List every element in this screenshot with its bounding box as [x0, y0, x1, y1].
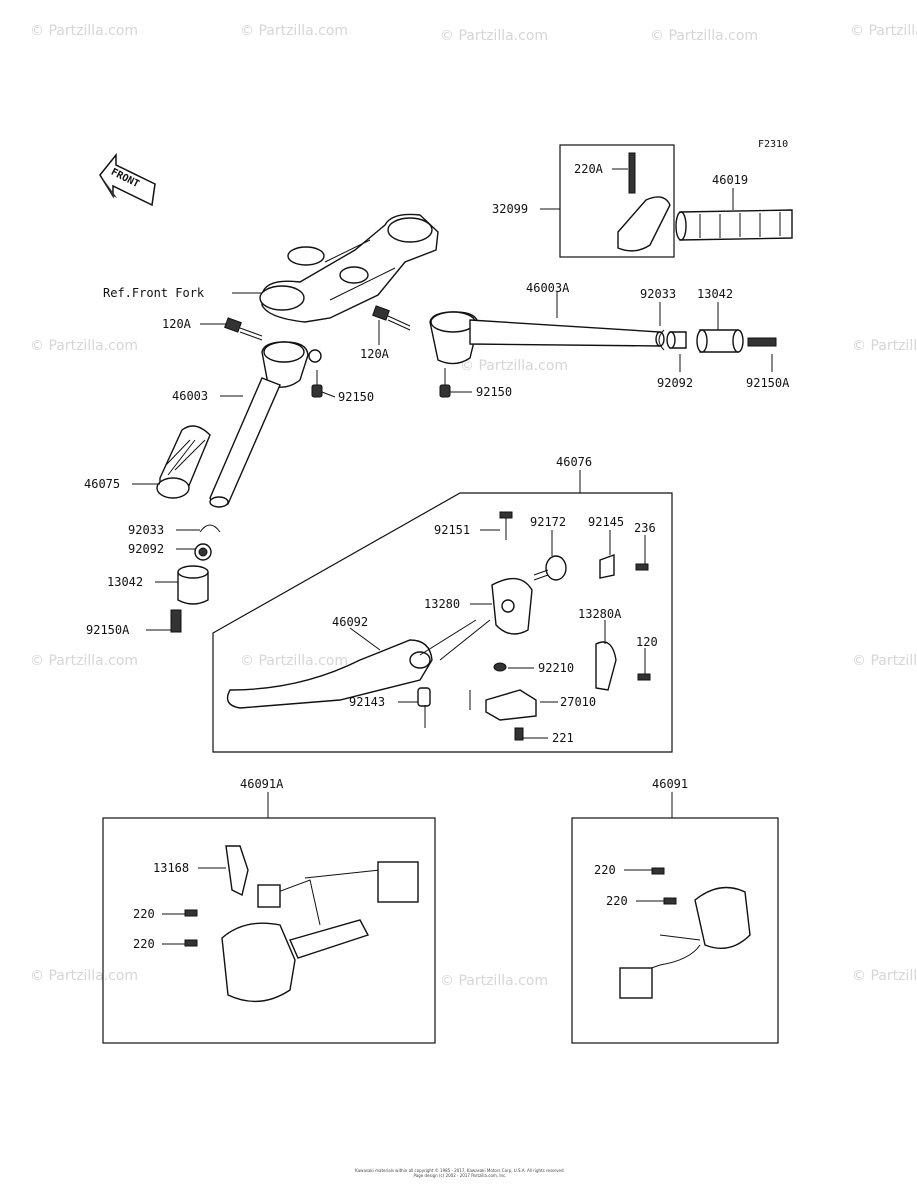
label-220: 220 — [594, 863, 616, 877]
bolt-120a-right — [372, 305, 411, 331]
left-end-parts — [170, 524, 221, 633]
copyright-line: Page design (c) 2002 - 2017 Partzilla.co… — [413, 1173, 507, 1178]
label-46092: 46092 — [332, 615, 368, 629]
part-labels: Ref.Front Fork 120A 120A 46003 92150 921… — [84, 162, 790, 951]
right-end-parts — [658, 329, 777, 353]
label-ref-front-fork: Ref.Front Fork — [103, 286, 205, 300]
clutch-lever-parts — [226, 511, 651, 741]
left-grip — [156, 425, 211, 499]
label-220: 220 — [133, 907, 155, 921]
label-13280a: 13280A — [578, 607, 622, 621]
left-switch-box — [102, 817, 436, 1044]
copyright-line: Kawasaki materials within all copyright … — [355, 1168, 565, 1173]
label-46091: 46091 — [652, 777, 688, 791]
label-220: 220 — [133, 937, 155, 951]
watermark: © Partzilla.com — [440, 28, 548, 44]
label-92172: 92172 — [530, 515, 566, 529]
watermark: © Partzilla.com — [852, 653, 917, 669]
label-32099: 32099 — [492, 202, 528, 216]
watermark: © Partzilla.com — [440, 973, 548, 989]
label-13168: 13168 — [153, 861, 189, 875]
watermark: © Partzilla.com — [852, 968, 917, 984]
bolt-92150-right — [439, 368, 451, 398]
throttle-box — [559, 144, 675, 258]
bolt-120a-left — [224, 317, 263, 341]
label-236: 236 — [634, 521, 656, 535]
label-92150: 92150 — [338, 390, 374, 404]
watermark: © Partzilla.com — [850, 23, 917, 39]
watermark: © Partzilla.com — [240, 653, 348, 669]
label-46003a: 46003A — [526, 281, 570, 295]
label-92210: 92210 — [538, 661, 574, 675]
label-46075: 46075 — [84, 477, 120, 491]
front-arrow-icon: FRONT — [99, 152, 156, 207]
label-221: 221 — [552, 731, 574, 745]
label-46003: 46003 — [172, 389, 208, 403]
label-46019: 46019 — [712, 173, 748, 187]
watermark: © Partzilla.com — [30, 968, 138, 984]
label-13042: 13042 — [697, 287, 733, 301]
watermark: © Partzilla.com — [650, 28, 758, 44]
watermarks: © Partzilla.com © Partzilla.com © Partzi… — [30, 23, 917, 989]
label-13280: 13280 — [424, 597, 460, 611]
label-120a: 120A — [162, 317, 192, 331]
upper-triple-clamp — [259, 213, 439, 323]
diagram-code: F2310 — [758, 139, 788, 150]
label-120: 120 — [636, 635, 658, 649]
label-220a: 220A — [574, 162, 604, 176]
label-92151: 92151 — [434, 523, 470, 537]
right-handlebar — [429, 311, 665, 365]
right-switch-box — [571, 817, 779, 1044]
watermark: © Partzilla.com — [240, 23, 348, 39]
label-92033: 92033 — [640, 287, 676, 301]
clutch-lever-box — [212, 492, 673, 753]
throttle-parts — [617, 152, 793, 252]
label-92092: 92092 — [128, 542, 164, 556]
label-46091a: 46091A — [240, 777, 284, 791]
label-220: 220 — [606, 894, 628, 908]
right-switch-parts — [619, 867, 751, 999]
bolt-92150-left — [311, 370, 323, 398]
label-27010: 27010 — [560, 695, 596, 709]
left-handlebar — [209, 341, 322, 508]
watermark: © Partzilla.com — [30, 23, 138, 39]
left-switch-parts — [184, 845, 419, 1003]
copyright-note: Kawasaki materials within all copyright … — [340, 1168, 580, 1178]
label-92143: 92143 — [349, 695, 385, 709]
watermark: © Partzilla.com — [460, 358, 568, 374]
label-92150: 92150 — [476, 385, 512, 399]
label-92150a: 92150A — [746, 376, 790, 390]
watermark: © Partzilla.com — [30, 653, 138, 669]
label-92033: 92033 — [128, 523, 164, 537]
leader-lines — [132, 168, 773, 945]
watermark: © Partzilla.com — [30, 338, 138, 354]
label-13042: 13042 — [107, 575, 143, 589]
label-120a: 120A — [360, 347, 390, 361]
watermark: © Partzilla.com — [852, 338, 917, 354]
label-92092: 92092 — [657, 376, 693, 390]
label-92145: 92145 — [588, 515, 624, 529]
label-46076: 46076 — [556, 455, 592, 469]
label-92150a: 92150A — [86, 623, 130, 637]
